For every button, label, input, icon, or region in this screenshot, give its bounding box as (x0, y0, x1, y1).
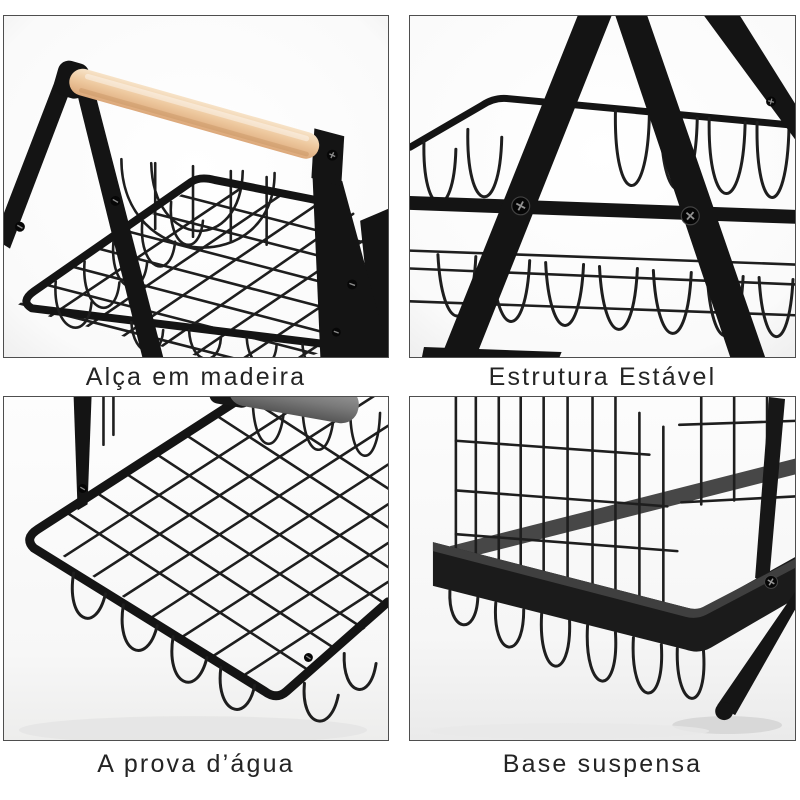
front-right-leg (312, 173, 388, 357)
right-frame-leg (615, 16, 766, 357)
photo-frame-suspended-base (409, 396, 796, 741)
left-frame-leg (440, 16, 612, 357)
screw (303, 653, 313, 662)
floor-shadow (18, 716, 368, 740)
rear-frame-leg (704, 16, 795, 140)
photo-frame-stable-structure (409, 15, 796, 358)
photo-tilted-wire-basket (4, 397, 388, 740)
screw (331, 327, 341, 337)
screw (78, 483, 88, 493)
caption-text: Base suspensa (502, 750, 703, 778)
screw (766, 96, 777, 107)
screw (511, 196, 531, 216)
wooden-handle (69, 68, 320, 159)
screw (764, 574, 779, 589)
panel-caption: A prova d’água (3, 741, 389, 800)
panel-caption: Alça em madeira (3, 358, 389, 396)
upper-basket-wires (251, 397, 382, 457)
screw (680, 206, 700, 226)
caption-text: Alça em madeira (85, 362, 307, 391)
screw (14, 221, 25, 232)
lower-leg (717, 591, 795, 716)
floor-shadow (429, 723, 710, 740)
photo-suspended-base-basket (410, 397, 795, 740)
rear-leg-bar (449, 458, 795, 560)
hanging-wires (70, 571, 378, 723)
photo-wooden-handle-basket (4, 16, 388, 357)
caption-text: A prova d’água (97, 750, 295, 778)
screw (110, 195, 121, 206)
screw (326, 149, 338, 161)
upper-leg (755, 397, 786, 582)
hanging-wires (448, 589, 706, 700)
screw (347, 279, 358, 290)
handle-from-below (209, 397, 359, 424)
basket-rim (25, 397, 388, 701)
caption-text: Estrutura Estável (488, 362, 717, 391)
photo-frame-wooden-handle (3, 15, 389, 358)
leg-foot (715, 702, 734, 721)
a-frame-legs (4, 71, 164, 357)
rear-right-leg (360, 208, 388, 357)
photo-frame-waterproof (3, 396, 389, 741)
stand-leg (73, 397, 92, 511)
left-wall-grid (454, 397, 679, 607)
basket-rim (410, 94, 795, 151)
panel-caption: Base suspensa (409, 741, 796, 800)
panel-caption: Estrutura Estável (409, 358, 796, 396)
photo-stable-frame-closeup (410, 16, 795, 357)
